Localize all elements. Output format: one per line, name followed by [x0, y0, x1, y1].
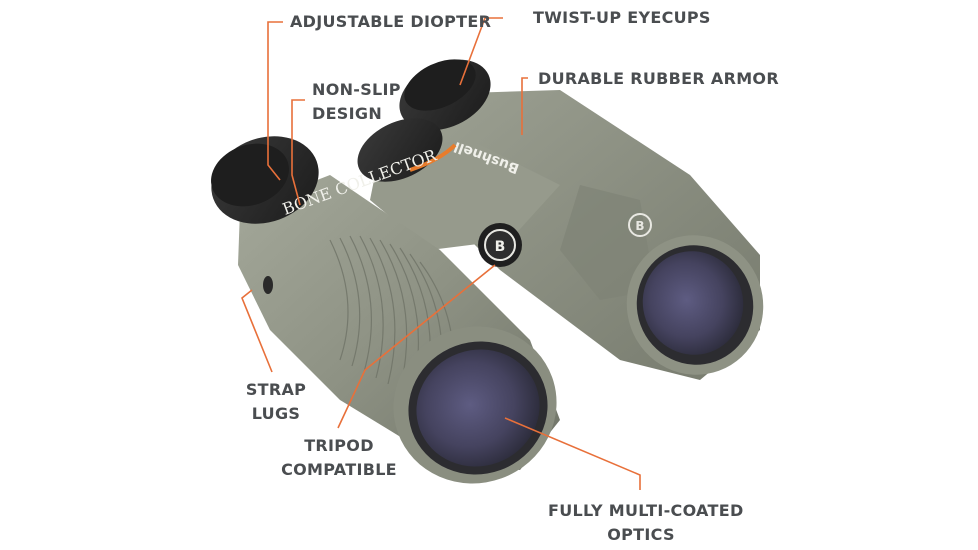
- callout-optics-line1: FULLY MULTI-COATED: [548, 501, 744, 520]
- center-bridge: Bushnell B: [357, 118, 560, 267]
- callout-strap-lugs: STRAP LUGS: [236, 378, 316, 426]
- leader-strap-lugs: [241, 289, 273, 373]
- callout-durable-rubber-armor: DURABLE RUBBER ARMOR: [538, 69, 779, 88]
- leader-fully-multi-coated-optics: [504, 417, 641, 490]
- callout-non-slip-design: NON-SLIP DESIGN: [312, 78, 401, 126]
- left-barrel: BONE COLLECTOR: [211, 136, 560, 484]
- leader-non-slip-design: [291, 99, 305, 206]
- leader-adjustable-diopter: [267, 21, 283, 181]
- leader-lines: [241, 17, 641, 490]
- leader-durable-rubber-armor: [521, 77, 528, 135]
- callout-adjustable-diopter: ADJUSTABLE DIOPTER: [290, 12, 492, 31]
- callout-tripod-line2: COMPATIBLE: [281, 460, 397, 479]
- leader-tripod-compatible: [337, 264, 496, 429]
- callout-twist-up-eyecups: TWIST-UP EYECUPS: [533, 8, 711, 27]
- callout-tripod-compatible: TRIPOD COMPATIBLE: [280, 434, 398, 482]
- callout-fully-multi-coated-optics: FULLY MULTI-COATED OPTICS: [548, 499, 744, 547]
- callout-strap-lugs-line1: STRAP: [245, 380, 307, 399]
- callout-non-slip-line1: NON-SLIP: [312, 80, 401, 99]
- callout-strap-lugs-line2: LUGS: [251, 404, 301, 423]
- callout-non-slip-line2: DESIGN: [312, 104, 383, 123]
- svg-text:B: B: [495, 239, 506, 255]
- callout-optics-line2: OPTICS: [607, 525, 675, 544]
- svg-text:B: B: [635, 219, 644, 233]
- leader-twist-up-eyecups: [459, 17, 503, 86]
- callout-tripod-line1: TRIPOD: [304, 436, 374, 455]
